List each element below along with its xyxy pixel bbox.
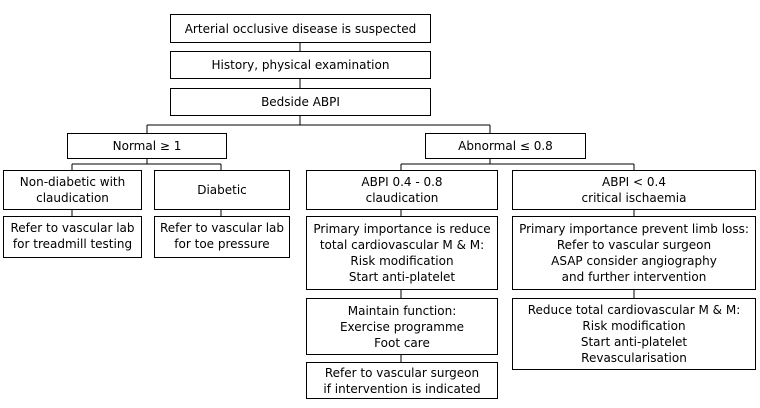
node-reduce-total-line-3: Start anti-platelet	[580, 335, 688, 349]
node-treadmill: Refer to vascular lab for treadmill test…	[3, 216, 142, 258]
node-maintain-function-line-3: Foot care	[374, 335, 430, 350]
node-maintain-function-line-2: Exercise programme	[339, 319, 465, 334]
node-toe-pressure-line-1: Refer to vascular lab	[159, 221, 285, 235]
node-abnormal-text: Abnormal ≤ 0.8	[458, 139, 553, 153]
node-diabetic-text: Diabetic	[197, 183, 247, 197]
node-normal-text: Normal ≥ 1	[112, 139, 182, 153]
node-refer-surgeon-line-2: if intervention is indicated	[323, 381, 481, 396]
node-suspected: Arterial occlusive disease is suspected	[170, 14, 431, 43]
node-maintain-function-line-1: Maintain function:	[347, 303, 457, 318]
node-nondiabetic-line-2: claudication	[36, 191, 109, 205]
node-history: History, physical examination	[170, 51, 431, 79]
node-abpi-critical: ABPI < 0.4 critical ischaemia	[512, 170, 756, 210]
node-primary-reduce-line-1: Primary importance is reduce	[313, 222, 491, 236]
node-abpi-claudication-line-1: ABPI 0.4 - 0.8	[361, 175, 443, 189]
node-nondiabetic: Non-diabetic with claudication	[3, 170, 142, 210]
node-reduce-total-line-1: Reduce total cardiovascular M & M:	[527, 303, 741, 317]
node-bedside-abpi-text: Bedside ABPI	[261, 95, 340, 109]
node-reduce-total-line-4: Revascularisation	[581, 351, 687, 365]
node-treadmill-line-1: Refer to vascular lab	[10, 221, 135, 235]
node-abpi-critical-line-2: critical ischaemia	[581, 191, 687, 205]
node-suspected-text: Arterial occlusive disease is suspected	[184, 21, 417, 36]
node-nondiabetic-line-1: Non-diabetic with	[19, 175, 126, 189]
node-primary-reduce-line-4: Start anti-platelet	[348, 270, 456, 284]
node-primary-prevent-line-4: and further intervention	[561, 270, 707, 284]
node-abnormal: Abnormal ≤ 0.8	[425, 133, 586, 159]
node-refer-surgeon: Refer to vascular surgeon if interventio…	[306, 362, 498, 399]
node-primary-prevent-line-3: ASAP consider angiography	[551, 254, 717, 268]
node-treadmill-line-2: for treadmill testing	[12, 237, 133, 251]
node-primary-prevent-line-2: Refer to vascular surgeon	[556, 238, 712, 252]
node-refer-surgeon-line-1: Refer to vascular surgeon	[324, 365, 480, 380]
node-normal: Normal ≥ 1	[67, 133, 227, 159]
node-abpi-claudication: ABPI 0.4 - 0.8 claudication	[306, 170, 498, 210]
node-reduce-total-line-2: Risk modification	[582, 319, 686, 333]
node-primary-reduce: Primary importance is reduce total cardi…	[306, 216, 498, 290]
node-diabetic: Diabetic	[154, 170, 290, 210]
node-maintain-function: Maintain function: Exercise programme Fo…	[306, 298, 498, 355]
node-reduce-total: Reduce total cardiovascular M & M: Risk …	[512, 298, 756, 370]
node-primary-reduce-line-2: total cardiovascular M & M:	[319, 238, 485, 252]
node-history-text: History, physical examination	[211, 58, 390, 72]
node-abpi-claudication-line-2: claudication	[365, 191, 439, 205]
node-abpi-critical-line-1: ABPI < 0.4	[602, 175, 666, 189]
node-primary-prevent: Primary importance prevent limb loss: Re…	[512, 216, 756, 290]
node-toe-pressure: Refer to vascular lab for toe pressure	[154, 216, 290, 258]
node-primary-reduce-line-3: Risk modification	[350, 254, 454, 268]
node-primary-prevent-line-1: Primary importance prevent limb loss:	[519, 222, 749, 236]
node-bedside-abpi: Bedside ABPI	[170, 88, 431, 116]
node-toe-pressure-line-2: for toe pressure	[174, 237, 270, 251]
